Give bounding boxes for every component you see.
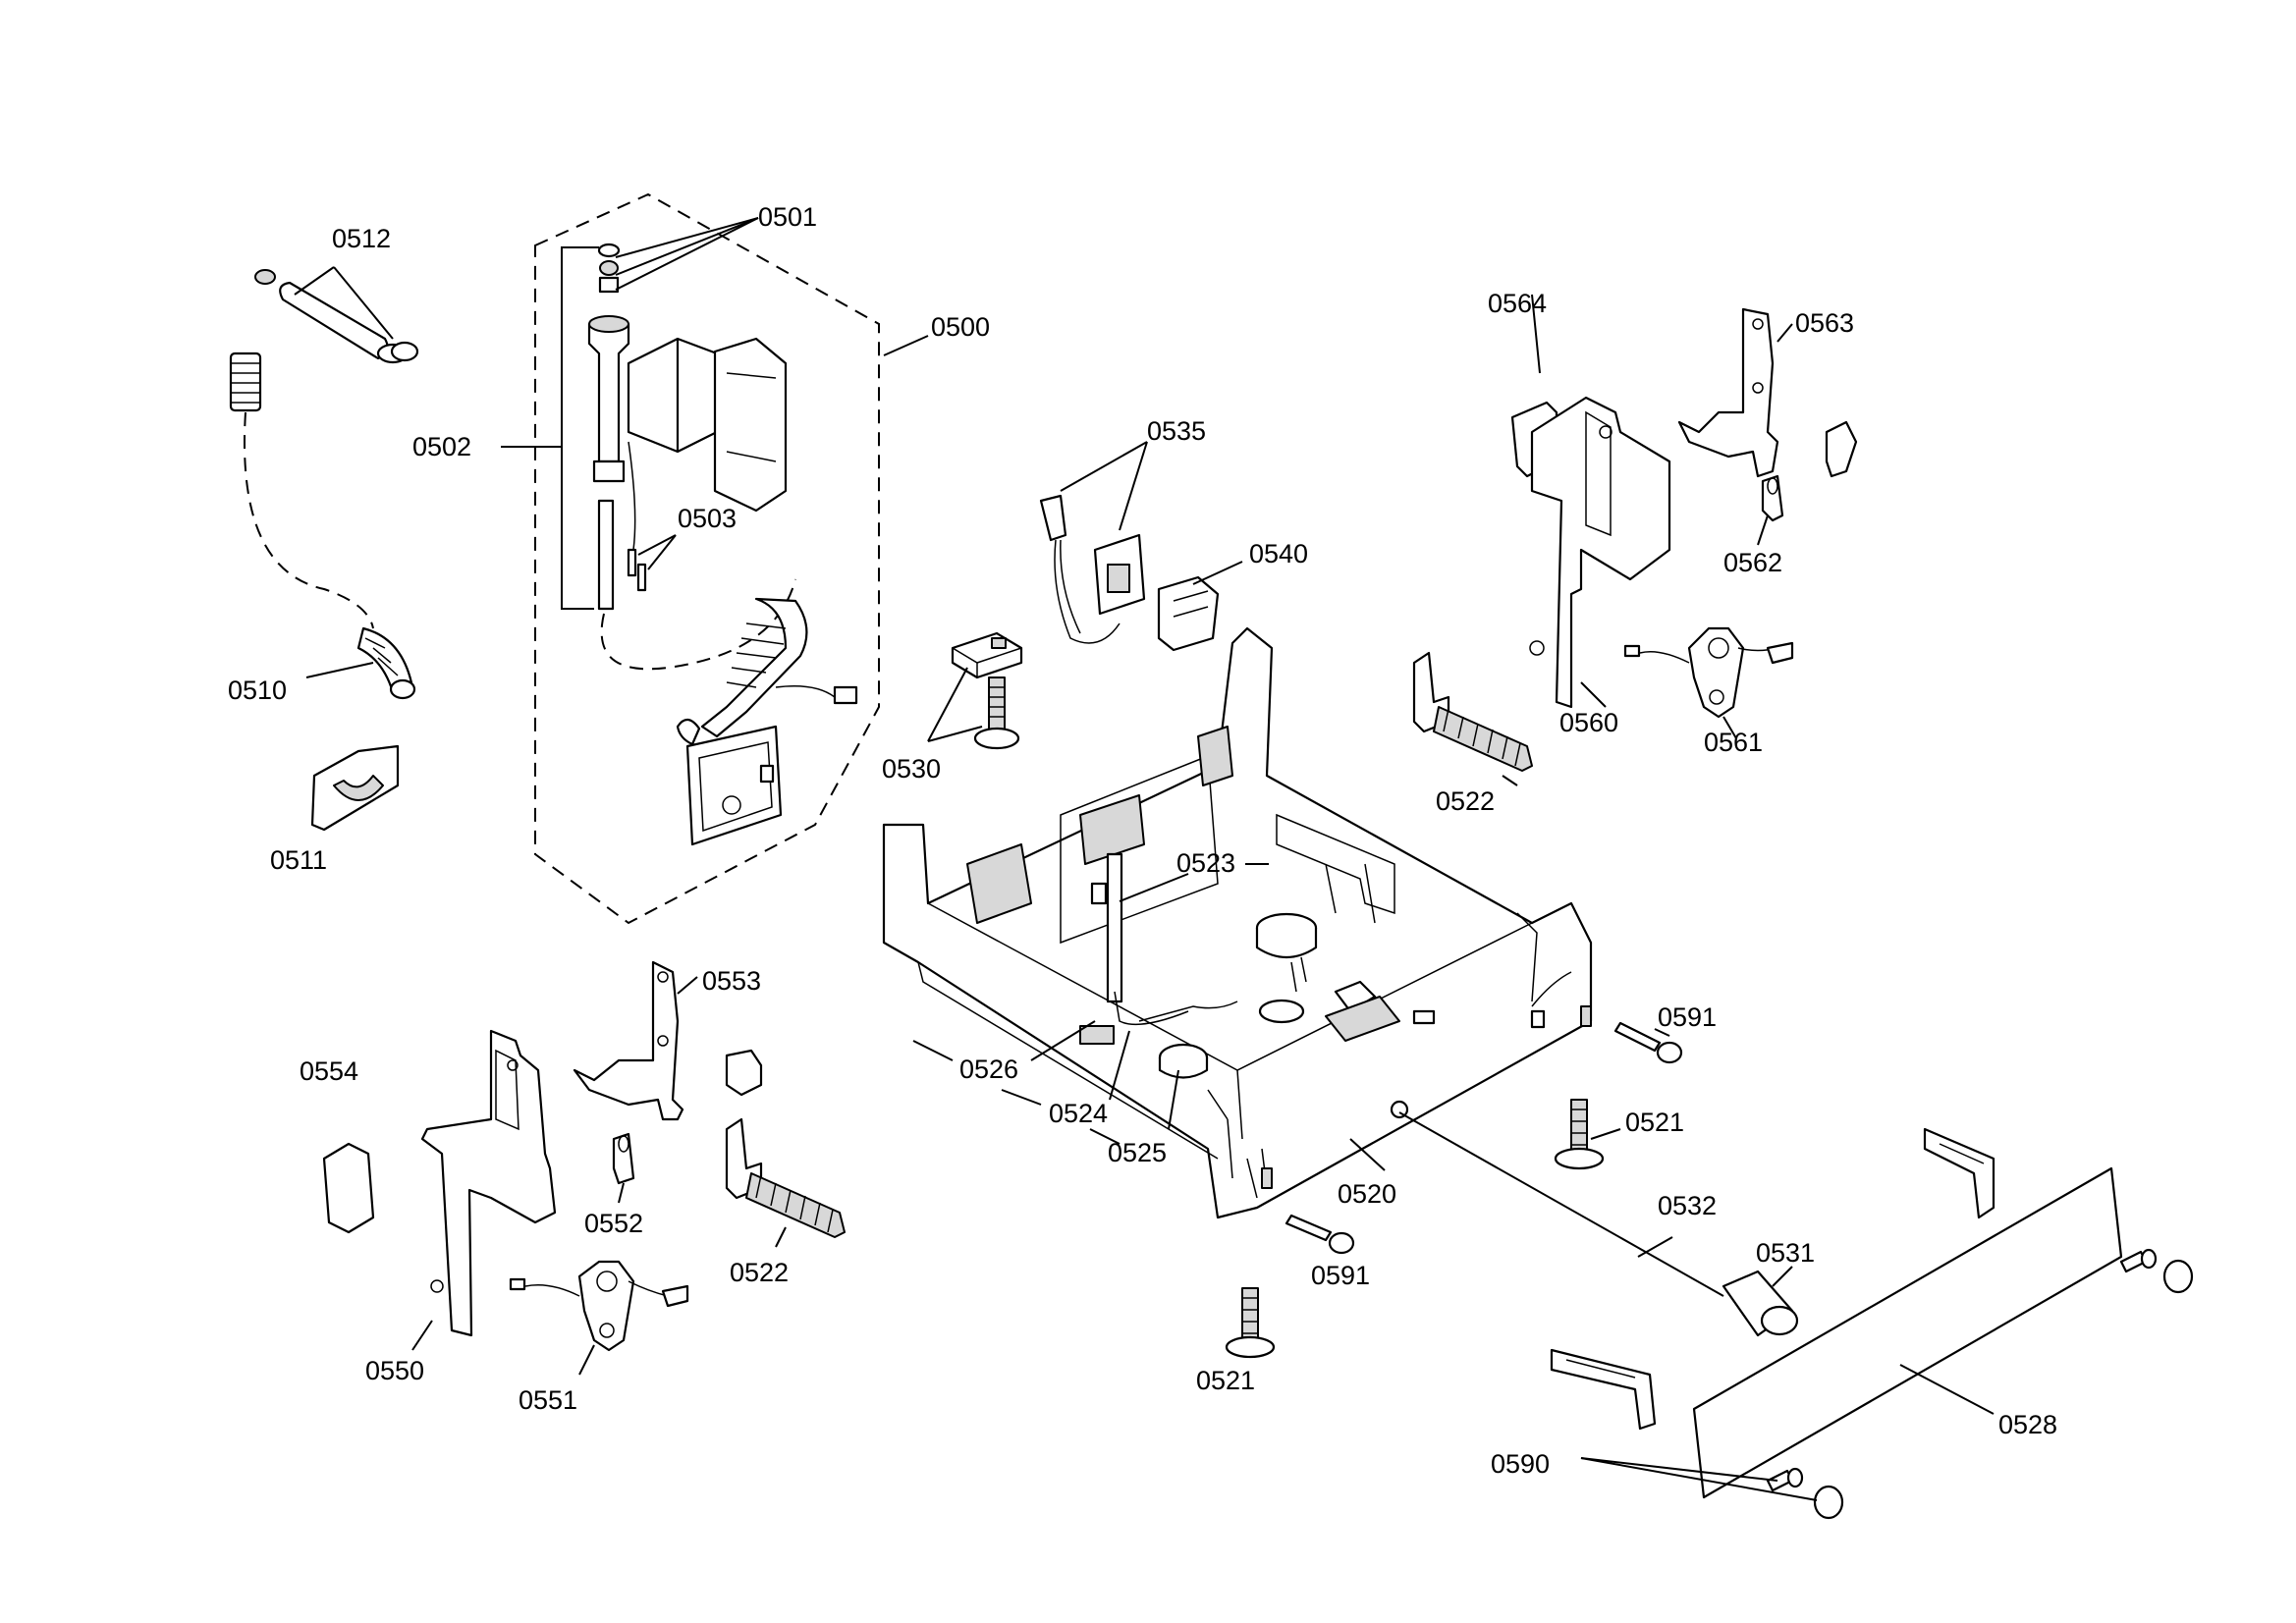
front-panel-icon (1692, 1166, 2123, 1499)
label-0523: 0523 (1176, 848, 1235, 878)
label-0564: 0564 (1488, 289, 1547, 318)
panel-bracket-icon (1923, 1127, 1995, 1219)
label-0526: 0526 (959, 1055, 1018, 1084)
label-0521: 0521 (1196, 1366, 1255, 1395)
aquastop-valve-icon (587, 243, 788, 611)
leveling-foot-icon (1225, 1099, 1605, 1359)
label-0512: 0512 (332, 224, 391, 253)
label-0551: 0551 (519, 1385, 577, 1415)
label-0510: 0510 (228, 676, 287, 705)
label-0535: 0535 (1147, 416, 1206, 446)
label-0524: 0524 (1049, 1099, 1108, 1128)
hose-guide-icon (310, 744, 400, 832)
cover-plate-icon (685, 725, 783, 846)
fuse-icon (627, 548, 647, 592)
cable-harness-icon (1039, 494, 1146, 644)
label-0540: 0540 (1249, 539, 1308, 568)
label-0561: 0561 (1704, 728, 1763, 757)
label-0591: 0591 (1658, 1002, 1717, 1032)
hinge-spring-icon (725, 1117, 846, 1238)
label-0532: 0532 (1658, 1191, 1717, 1220)
label-0530: 0530 (882, 754, 941, 784)
label-0590: 0590 (1491, 1449, 1550, 1479)
corrugated-hose-icon (229, 352, 416, 700)
hinge-arm-icon (573, 960, 763, 1185)
hinge-arm-icon (1677, 307, 1858, 522)
label-0553: 0553 (702, 966, 761, 996)
hinge-plate-icon (322, 1029, 557, 1337)
switch-icon (1157, 575, 1220, 652)
label-0563: 0563 (1795, 308, 1854, 338)
leveling-foot-icon (973, 676, 1020, 750)
screw-icon (1285, 1021, 1683, 1255)
label-0531: 0531 (1756, 1238, 1815, 1268)
knob-icon (1722, 1270, 1799, 1337)
label-0560: 0560 (1559, 708, 1618, 737)
hinge-cam-icon (509, 1260, 689, 1352)
label-0503: 0503 (678, 504, 737, 533)
label-0501: 0501 (758, 202, 817, 232)
spring-hose-icon (676, 597, 858, 746)
hose-segment-icon (254, 269, 419, 364)
label-0591: 0591 (1311, 1261, 1370, 1290)
label-0521: 0521 (1625, 1108, 1684, 1137)
terminal-block-icon (951, 631, 1023, 679)
label-0511: 0511 (270, 845, 327, 875)
label-0550: 0550 (365, 1356, 424, 1385)
screw-icon (1766, 1248, 2194, 1520)
label-0500: 0500 (931, 312, 990, 342)
kit-0500-outline (534, 192, 880, 925)
panel-bracket-icon (1550, 1348, 1657, 1431)
label-0525: 0525 (1108, 1138, 1167, 1167)
label-0562: 0562 (1723, 548, 1782, 577)
base-tub-icon (882, 626, 1593, 1219)
label-0522: 0522 (730, 1258, 789, 1287)
hinge-cam-icon (1623, 626, 1794, 719)
label-0554: 0554 (300, 1056, 358, 1086)
label-0502: 0502 (412, 432, 471, 461)
hinge-plate-icon (1510, 396, 1671, 709)
label-0520: 0520 (1338, 1179, 1396, 1209)
label-0552: 0552 (584, 1209, 643, 1238)
label-0528: 0528 (1998, 1410, 2057, 1439)
label-0522: 0522 (1436, 786, 1495, 816)
hinge-spring-icon (1412, 651, 1533, 772)
